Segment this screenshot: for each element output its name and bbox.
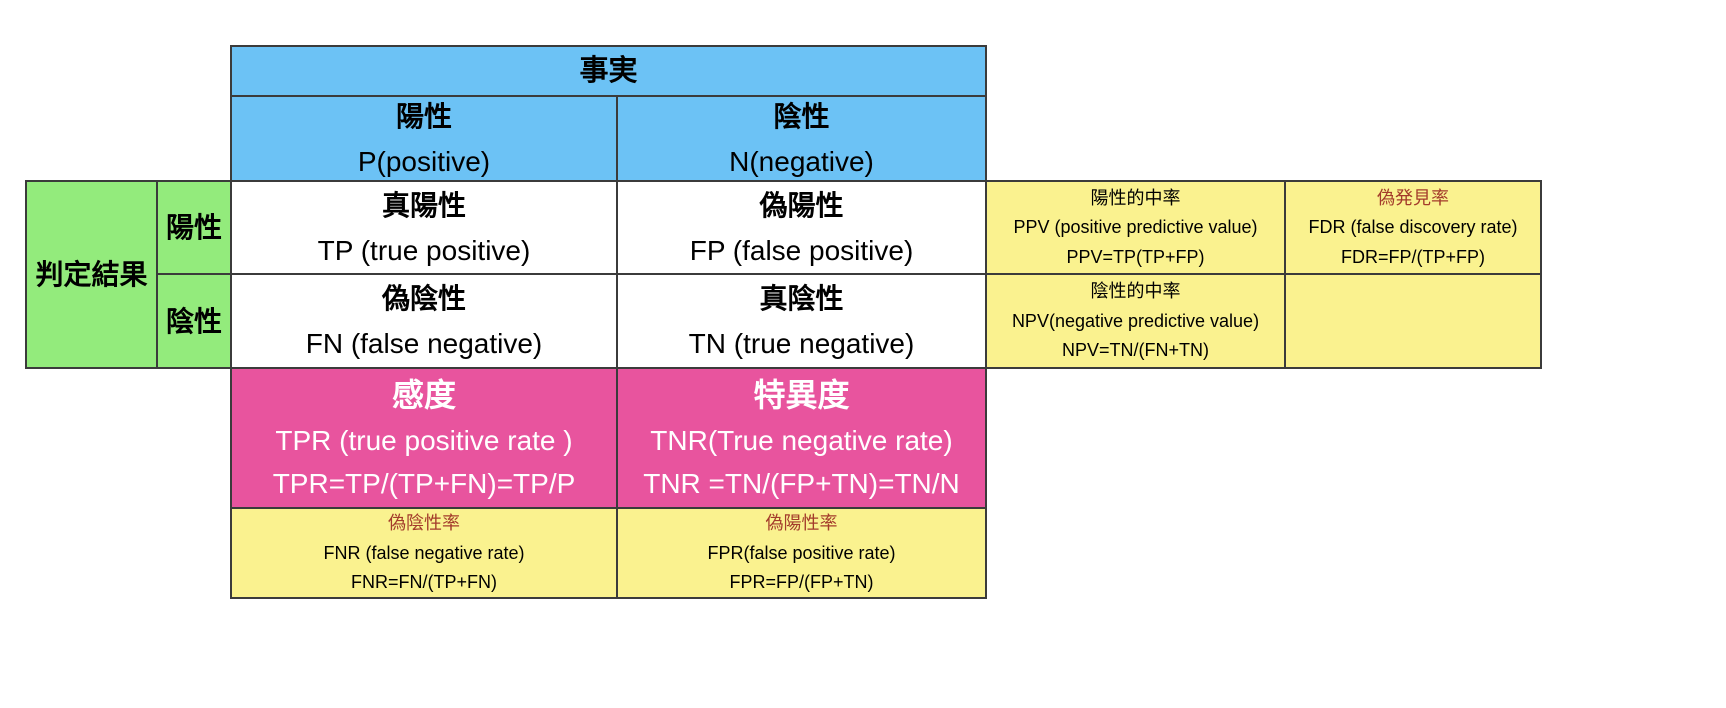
false-positive-sub: FP (false positive): [689, 234, 914, 266]
tpr-formula: TPR=TP/(TP+FN)=TP/P: [272, 468, 576, 499]
fnr-title: 偽陰性率: [388, 513, 460, 534]
ppv-formula: PPV=TP(TP+FP): [1066, 246, 1205, 267]
fdr-cell: 偽発見率 FDR (false discovery rate) FDR=FP/(…: [1284, 180, 1542, 275]
fdr-name: FDR (false discovery rate): [1308, 217, 1518, 238]
tpr-cell: 感度 TPR (true positive rate ) TPR=TP/(TP+…: [230, 367, 618, 509]
judgement-header-label: 判定結果: [35, 259, 148, 290]
fpr-name: FPR(false positive rate): [707, 542, 896, 563]
tpr-name: TPR (true positive rate ): [275, 425, 573, 456]
ppv-name: PPV (positive predictive value): [1013, 217, 1258, 238]
tnr-formula: TNR =TN/(FP+TN)=TN/N: [643, 468, 960, 499]
ppv-cell: 陽性的中率 PPV (positive predictive value) PP…: [985, 180, 1286, 275]
npv-title: 陰性的中率: [1090, 281, 1181, 302]
fact-positive-label: 陽性: [395, 100, 452, 132]
true-positive-sub: TP (true positive): [317, 234, 531, 266]
fnr-name: FNR (false negative rate): [323, 542, 525, 563]
ppv-title: 陽性的中率: [1090, 187, 1181, 208]
judgement-positive-cell: 陽性: [156, 180, 232, 275]
fnr-cell: 偽陰性率 FNR (false negative rate) FNR=FN/(T…: [230, 507, 618, 599]
fact-negative-sub: N(negative): [729, 145, 874, 177]
tnr-name: TNR(True negative rate): [650, 425, 953, 456]
false-negative-sub: FN (false negative): [305, 328, 543, 359]
fdr-formula: FDR=FP/(TP+FP): [1340, 246, 1485, 267]
tnr-title: 特異度: [753, 377, 850, 413]
false-negative-cell: 偽陰性 FN (false negative): [230, 273, 618, 369]
false-positive-cell: 偽陽性 FP (false positive): [616, 180, 987, 275]
fact-header-cell: 事実: [230, 45, 987, 97]
true-negative-sub: TN (true negative): [688, 328, 915, 359]
judgement-header-cell: 判定結果: [25, 180, 158, 369]
fnr-formula: FNR=FN/(TP+FN): [351, 572, 497, 593]
tpr-title: 感度: [391, 377, 456, 413]
false-negative-title: 偽陰性: [381, 283, 466, 314]
judgement-positive-label: 陽性: [165, 212, 222, 243]
fact-positive-sub: P(positive): [357, 145, 491, 177]
fdr-title: 偽発見率: [1377, 187, 1449, 208]
true-negative-title: 真陰性: [759, 283, 844, 314]
fact-header-label: 事実: [579, 54, 638, 87]
false-positive-title: 偽陽性: [759, 189, 844, 221]
npv-name: NPV(negative predictive value): [1011, 310, 1260, 331]
true-positive-cell: 真陽性 TP (true positive): [230, 180, 618, 275]
fpr-title: 偽陽性率: [765, 513, 838, 534]
judgement-negative-label: 陰性: [165, 305, 222, 337]
fact-negative-label: 陰性: [773, 100, 830, 132]
true-negative-cell: 真陰性 TN (true negative): [616, 273, 987, 369]
tnr-cell: 特異度 TNR(True negative rate) TNR =TN/(FP+…: [616, 367, 987, 509]
npv-cell: 陰性的中率 NPV(negative predictive value) NPV…: [985, 273, 1286, 369]
fact-positive-cell: 陽性 P(positive): [230, 95, 618, 182]
fact-negative-cell: 陰性 N(negative): [616, 95, 987, 182]
fpr-formula: FPR=FP/(FP+TN): [729, 572, 874, 593]
empty-yellow-cell: [1284, 273, 1542, 369]
npv-formula: NPV=TN/(FN+TN): [1061, 340, 1209, 361]
true-positive-title: 真陽性: [381, 189, 466, 221]
judgement-negative-cell: 陰性: [156, 273, 232, 369]
fpr-cell: 偽陽性率 FPR(false positive rate) FPR=FP/(FP…: [616, 507, 987, 599]
